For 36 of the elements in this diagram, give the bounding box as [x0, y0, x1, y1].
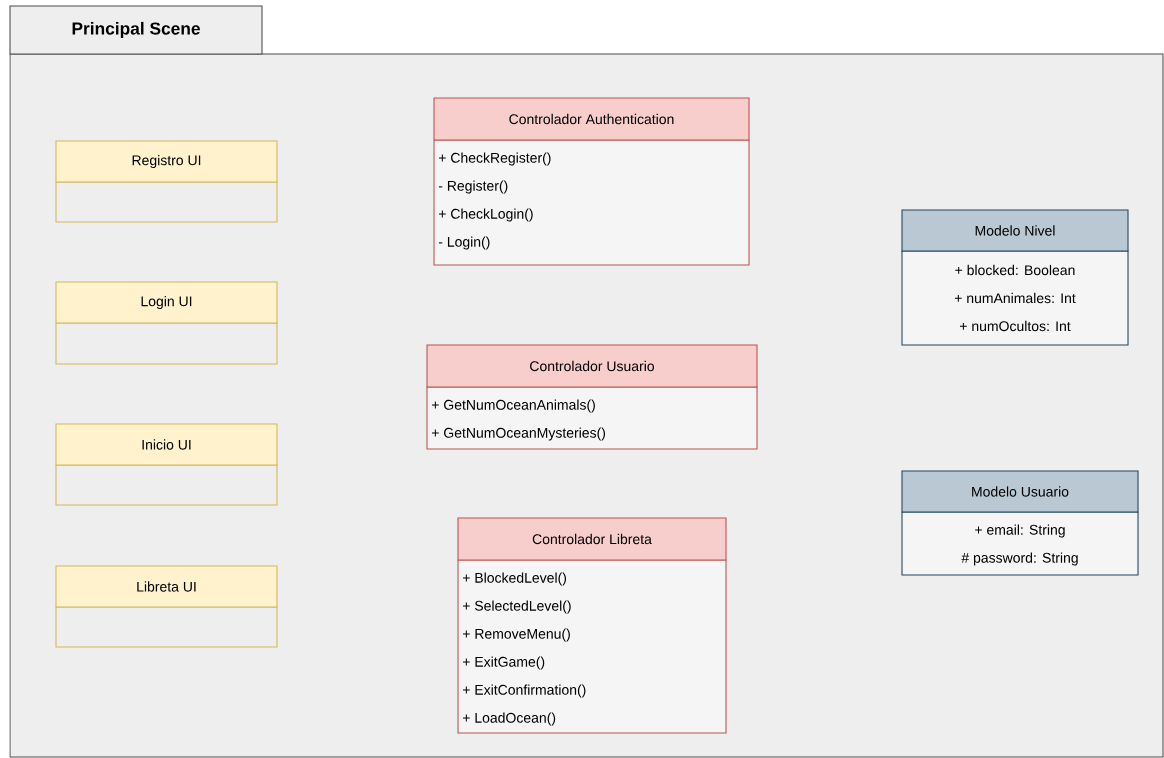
- class-name: Registro UI: [132, 155, 201, 169]
- member-text: # password: String: [961, 552, 1078, 566]
- member-text: + CheckLogin(): [438, 208, 533, 222]
- class-box: [901, 470, 1139, 576]
- member-text: + GetNumOceanMysteries(): [431, 427, 606, 441]
- class-name: Inicio UI: [142, 439, 191, 450]
- class-name: Controlador Usuario: [530, 360, 654, 372]
- class-box: [55, 565, 278, 648]
- member-text: + numOcultos: Int: [960, 320, 1071, 332]
- frame-tab: Principal Scene: [9, 5, 263, 55]
- class-name: Modelo Nivel: [975, 225, 1055, 236]
- member-text: + GetNumOceanAnimals(): [431, 399, 595, 413]
- class-name: Login UI: [141, 296, 192, 310]
- member-text: + ExitGame(): [462, 656, 545, 670]
- member-text: + LoadOcean(): [462, 712, 556, 726]
- member-text: + SelectedLevel(): [462, 600, 571, 614]
- class-name: Controlador Authentication: [509, 113, 674, 125]
- class-name: Libreta UI: [137, 581, 196, 592]
- class-box: [433, 97, 750, 266]
- class-box: [901, 209, 1129, 346]
- member-text: + blocked: Boolean: [955, 264, 1075, 276]
- member-text: + RemoveMenu(): [462, 628, 570, 642]
- class-box: [55, 281, 278, 365]
- member-text: - Login(): [438, 236, 490, 250]
- class-box: [426, 344, 758, 450]
- member-text: + email: String: [975, 524, 1065, 538]
- member-text: - Register(): [438, 180, 508, 194]
- class-box: [457, 517, 727, 734]
- class-name: Controlador Libreta: [532, 533, 652, 545]
- member-text: + CheckRegister(): [438, 152, 551, 166]
- member-text: + BlockedLevel(): [462, 572, 567, 586]
- class-box: [55, 423, 278, 506]
- class-box: [55, 140, 278, 223]
- class-name: Modelo Usuario: [972, 486, 1069, 497]
- member-text: + numAnimales: Int: [954, 292, 1076, 304]
- member-text: + ExitConfirmation(): [462, 684, 586, 698]
